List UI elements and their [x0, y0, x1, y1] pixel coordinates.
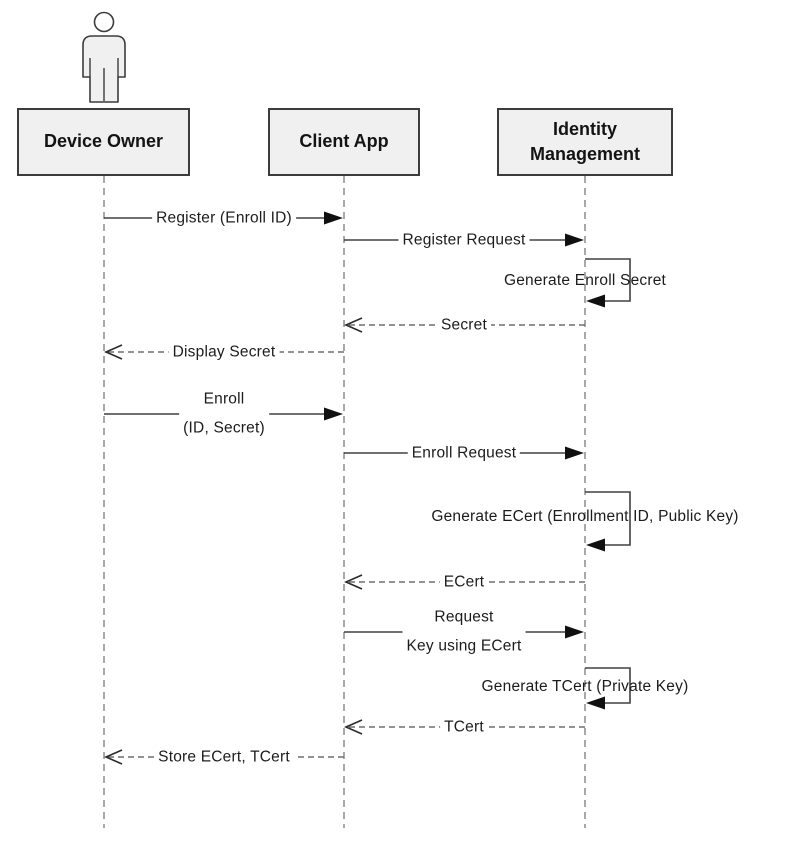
- arrow-store-ecert-tcert-return: [104, 749, 344, 765]
- lifeline-label-client-app: Client App: [299, 131, 389, 152]
- message-label-line: Key using ECert: [406, 637, 522, 654]
- self-loop-generate-ecert: [585, 491, 631, 552]
- message-label-line: Request: [434, 608, 494, 626]
- lifeline-box-identity-management: Identity Management: [497, 108, 673, 176]
- lifeline-box-client-app: Client App: [268, 108, 420, 176]
- message-label-secret: Secret: [437, 315, 491, 335]
- message-label-line: Enroll: [203, 390, 245, 408]
- message-label-ecert: ECert: [439, 572, 489, 592]
- message-label-register-request: Register Request: [398, 230, 530, 250]
- message-label-enroll-request: Enroll Request: [407, 443, 521, 463]
- message-label-enroll-id-secret: Enroll (ID, Secret): [179, 385, 269, 443]
- arrow-tcert-return: [344, 719, 585, 735]
- self-loop-generate-enroll-secret: [585, 258, 631, 308]
- message-label-generate-tcert: Generate TCert (Private Key): [481, 678, 689, 695]
- message-label-store-ecert-tcert: Store ECert, TCert: [154, 747, 294, 767]
- lifeline-box-device-owner: Device Owner: [17, 108, 190, 176]
- person-actor-icon: [82, 11, 126, 103]
- lifeline-label-device-owner: Device Owner: [43, 131, 164, 152]
- self-loop-generate-tcert: [585, 667, 631, 710]
- arrow-secret-return: [344, 317, 585, 333]
- arrow-ecert-return: [344, 574, 585, 590]
- message-label-tcert: TCert: [440, 717, 488, 737]
- message-label-register-enroll-id: Register (Enroll ID): [152, 208, 296, 228]
- message-label-line: (ID, Secret): [183, 419, 265, 436]
- message-label-display-secret: Display Secret: [168, 342, 280, 362]
- arrow-display-secret-return: [104, 344, 344, 360]
- message-label-generate-enroll-secret: Generate Enroll Secret: [503, 272, 667, 289]
- message-label-request-key-using-ecert: Request Key using ECert: [402, 603, 526, 661]
- message-label-generate-ecert: Generate ECert (Enrollment ID, Public Ke…: [431, 508, 739, 525]
- lifeline-label-identity-management: Identity Management: [529, 118, 641, 164]
